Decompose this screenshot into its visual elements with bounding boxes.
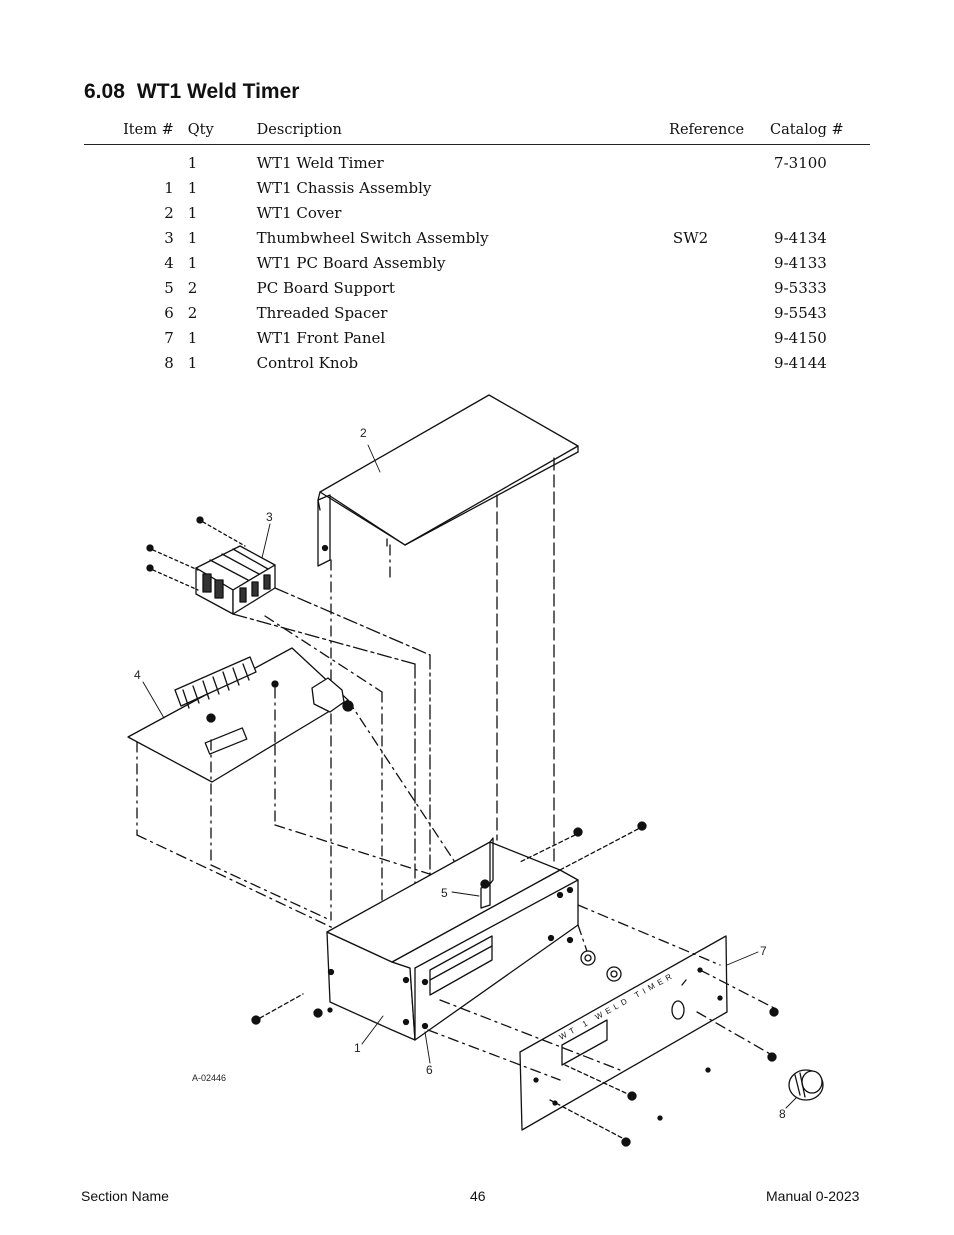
cell-catalog: 9-4133 [774,253,827,272]
cell-description: WT1 Cover [256,203,342,222]
cell-description: Control Knob [256,353,359,372]
cell-reference [637,145,744,176]
drawing-number: A-02446 [192,1073,226,1083]
table-row: 7 1 WT1 Front Panel 9-4150 [84,325,870,350]
header-qty: Qty [173,118,257,145]
cell-catalog: 9-5543 [774,303,827,322]
cell-catalog: 7-3100 [774,154,827,172]
callout-8: 8 [779,1107,786,1121]
threaded-spacer-part [580,950,622,982]
cell-item [84,145,174,176]
callout-3: 3 [266,510,273,524]
cell-reference [637,300,744,325]
header-description: Description [256,118,638,145]
cell-catalog: 9-4144 [774,353,827,372]
cell-description: WT1 PC Board Assembly [256,253,446,272]
cell-description: PC Board Support [256,278,395,297]
callout-4: 4 [134,668,141,682]
footer-section-name: Section Name [81,1188,169,1204]
cell-reference [637,350,744,375]
callout-5: 5 [441,886,448,900]
header-item: Item # [84,118,174,145]
cell-description: Threaded Spacer [256,303,388,322]
cell-qty: 1 [187,228,198,247]
header-reference: Reference [637,118,745,145]
cell-item: 7 [164,328,174,347]
table-row: 8 1 Control Knob 9-4144 [84,350,870,375]
cell-catalog [744,200,870,225]
cell-catalog: 9-4134 [774,228,827,247]
cell-qty: 1 [187,253,198,272]
cell-qty: 1 [187,328,198,347]
cell-catalog: 9-4150 [774,328,827,347]
table-row: 6 2 Threaded Spacer 9-5543 [84,300,870,325]
cell-qty: 1 [187,154,198,172]
cell-qty: 2 [187,303,198,322]
table-row: 1 WT1 Weld Timer 7-3100 [84,145,870,176]
leader-lines [142,444,797,1109]
cell-item: 8 [164,353,174,372]
front-panel-part [427,904,779,1147]
table-row: 5 2 PC Board Support 9-5333 [84,275,870,300]
cell-description: Thumbwheel Switch Assembly [256,228,489,247]
footer-page-number: 46 [470,1188,486,1204]
chassis-part [251,821,647,1041]
cell-reference: SW2 [672,228,709,247]
header-catalog: Catalog # [744,118,870,145]
table-row: 4 1 WT1 PC Board Assembly 9-4133 [84,250,870,275]
cell-qty: 1 [187,203,198,222]
cell-item: 1 [164,178,174,197]
section-heading: 6.08 WT1 Weld Timer [84,80,299,104]
cell-catalog: 9-5333 [774,278,827,297]
cell-reference [637,200,744,225]
cell-item: 4 [164,253,174,272]
cell-catalog [744,175,870,200]
pc-board-part [127,615,481,956]
cover-part [317,394,579,921]
cell-qty: 1 [187,178,198,197]
cell-reference [637,325,744,350]
table-header-row: Item # Qty Description Reference Catalog… [84,118,870,145]
table-row: 3 1 Thumbwheel Switch Assembly SW2 9-413… [84,225,870,250]
footer-manual-number: Manual 0-2023 [766,1188,860,1204]
section-title: WT1 Weld Timer [136,80,300,103]
exploded-parts-diagram: WT 1 WELD TIMER 2 3 4 5 1 6 7 8 A-02446 [127,394,824,1147]
callout-6: 6 [426,1063,433,1077]
cell-reference [637,250,744,275]
cell-item: 3 [164,228,174,247]
table-row: 2 1 WT1 Cover [84,200,870,225]
cell-reference [637,175,744,200]
cell-description: WT1 Weld Timer [256,154,384,172]
control-knob-part [788,1069,824,1101]
cell-qty: 2 [187,278,198,297]
cell-item: 6 [164,303,174,322]
section-number: 6.08 [84,80,125,103]
callout-7: 7 [760,944,767,958]
callout-2: 2 [360,426,367,440]
callout-1: 1 [354,1041,361,1055]
cell-item: 2 [164,203,174,222]
cell-item: 5 [164,278,174,297]
table-row: 1 1 WT1 Chassis Assembly [84,175,870,200]
cell-reference [637,275,744,300]
cell-qty: 1 [187,353,198,372]
cell-description: WT1 Chassis Assembly [256,178,432,197]
cell-description: WT1 Front Panel [256,328,386,347]
parts-table: Item # Qty Description Reference Catalog… [84,118,870,375]
